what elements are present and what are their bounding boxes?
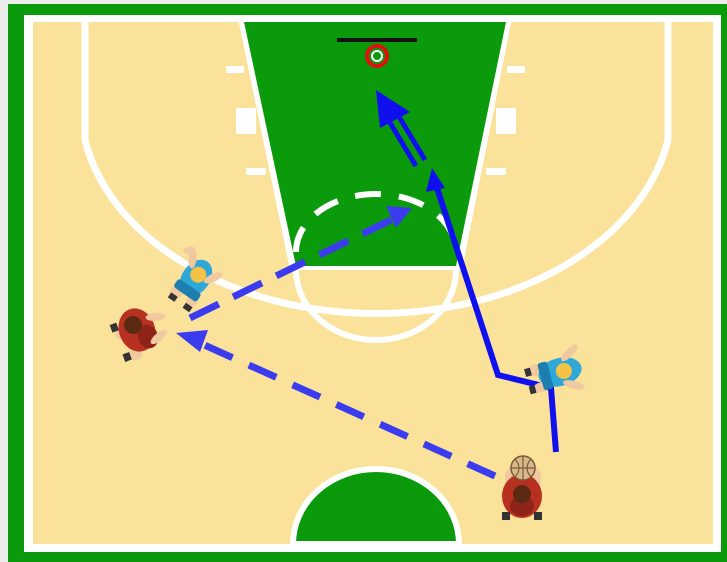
basket-net <box>372 51 382 61</box>
